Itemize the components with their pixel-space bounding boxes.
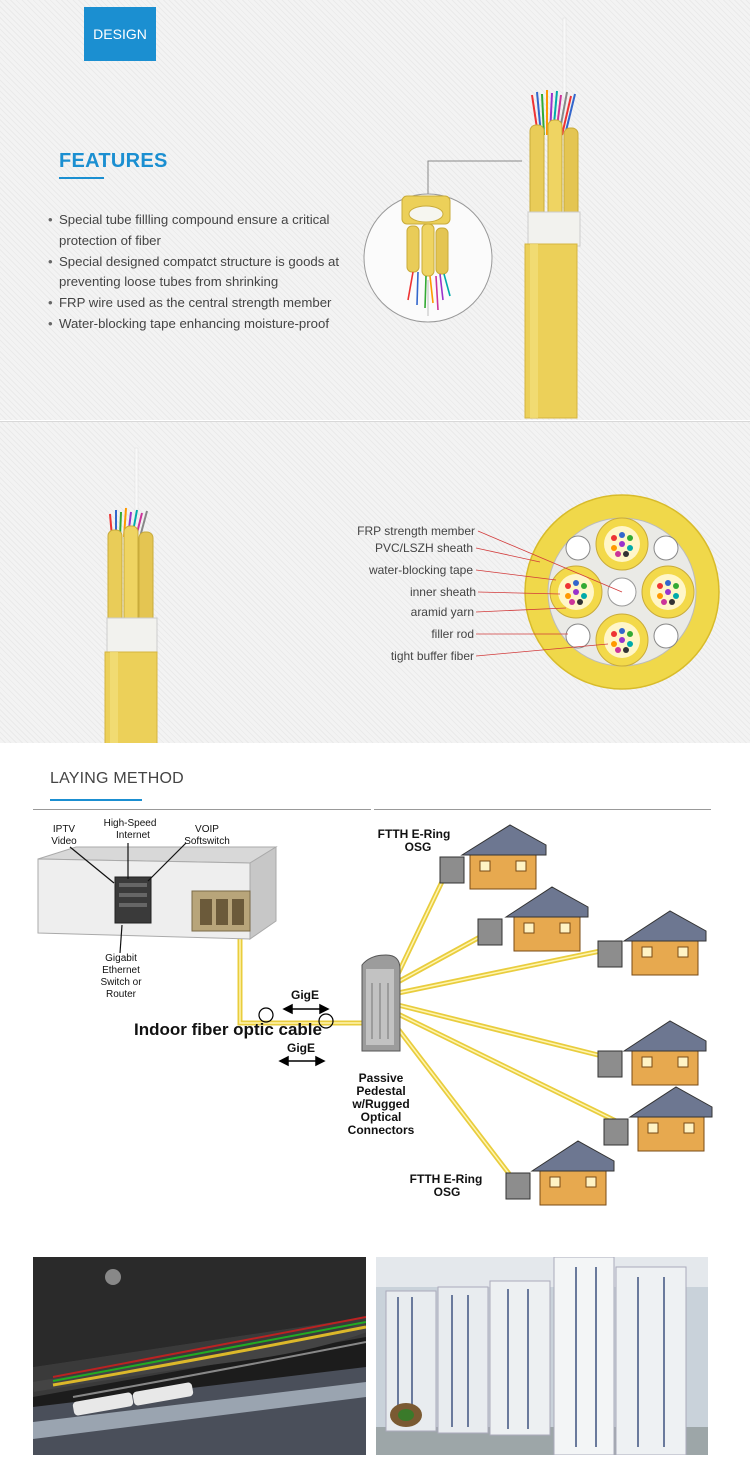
label-rugged: w/Rugged xyxy=(351,1097,409,1111)
label-voip: VOIP xyxy=(195,824,219,835)
cable-illustration xyxy=(363,17,581,419)
label-gige-top: GigE xyxy=(291,988,319,1002)
label-frp: FRP strength member xyxy=(357,524,475,538)
house-3 xyxy=(597,910,707,976)
cable-ring-icon xyxy=(318,1013,334,1029)
feature-line: preventing loose tubes from shrinking xyxy=(59,274,279,290)
callout-line xyxy=(427,160,522,200)
feature-line: protection of fiber xyxy=(59,232,161,248)
divider xyxy=(374,809,711,810)
laying-method-underline xyxy=(50,799,142,801)
label-pedestal: Pedestal xyxy=(356,1084,405,1098)
feature-item: • Special tube fillling compound ensure a… xyxy=(48,210,368,252)
label-internet: Internet xyxy=(116,830,150,841)
laying-method-title: LAYING METHOD xyxy=(50,770,184,787)
feature-item: • Water-blocking tape enhancing moisture-… xyxy=(48,314,368,335)
features-list: • Special tube fillling compound ensure a… xyxy=(48,210,368,335)
label-gige-bottom: GigE xyxy=(287,1041,315,1055)
label-iptv: IPTV xyxy=(53,824,76,835)
features-title-underline xyxy=(59,177,104,179)
label-filler-rod: filler rod xyxy=(431,627,474,641)
label-leader-lines xyxy=(475,530,623,657)
central-wire xyxy=(562,17,567,99)
bullet-icon: • xyxy=(48,253,53,269)
house-5 xyxy=(603,1086,713,1152)
house-4 xyxy=(597,1020,707,1086)
cable-cross-section xyxy=(524,494,720,690)
house-1 xyxy=(439,824,547,890)
label-indoor-fiber-cable: Indoor fiber optic cable xyxy=(134,1020,322,1039)
label-water-blocking-tape: water-blocking tape xyxy=(368,563,473,577)
label-ethernet: Ethernet xyxy=(102,965,140,976)
filler-rod xyxy=(565,535,591,561)
divider xyxy=(33,809,371,810)
label-router: Router xyxy=(106,989,137,1000)
server-room-image xyxy=(376,1257,708,1455)
subunit-right xyxy=(641,565,695,619)
subunit-tube xyxy=(547,119,563,226)
design-badge-label: DESIGN xyxy=(93,26,147,42)
subunit-tube xyxy=(529,124,545,226)
filler-rod xyxy=(565,623,591,649)
bullet-icon: • xyxy=(48,295,53,311)
design-badge: DESIGN xyxy=(84,7,156,61)
label-gigabit: Gigabit xyxy=(105,953,137,964)
feature-line: FRP wire used as the central strength me… xyxy=(59,295,332,311)
water-blocking-tape xyxy=(106,617,158,655)
pointer-arrows xyxy=(69,842,187,954)
central-office-rack xyxy=(37,846,278,940)
cable-ring-icon xyxy=(258,1007,274,1023)
features-section: DESIGN FEATURES • Special tube fillling c… xyxy=(0,0,750,420)
feature-line: Water-blocking tape enhancing moisture-p… xyxy=(59,315,329,331)
filler-rod xyxy=(653,535,679,561)
subunit-left xyxy=(549,565,603,619)
passive-pedestal xyxy=(361,954,401,1052)
server-room-photo xyxy=(376,1257,708,1455)
subunit-tube xyxy=(563,127,579,226)
cable-tray-photo xyxy=(33,1257,366,1455)
feature-line: Special tube fillling compound ensure a … xyxy=(59,212,330,227)
label-softswitch: Softswitch xyxy=(184,836,230,847)
label-tight-buffer-fiber: tight buffer fiber xyxy=(391,649,474,663)
label-osg-bottom: OSG xyxy=(434,1185,461,1199)
cross-section-section: FRP strength member PVC/LSZH sheath wate… xyxy=(0,421,750,744)
label-inner-sheath: inner sheath xyxy=(410,585,476,599)
label-connectors: Connectors xyxy=(348,1123,415,1137)
filler-rod xyxy=(653,623,679,649)
central-wire xyxy=(134,447,139,519)
label-ftth-bottom: FTTH E-Ring xyxy=(410,1172,483,1186)
label-passive: Passive xyxy=(359,1071,404,1085)
gige-arrows xyxy=(278,1003,330,1067)
feature-line: Special designed compatct structure is g… xyxy=(59,253,340,269)
cross-section-illustration: FRP strength member PVC/LSZH sheath wate… xyxy=(104,447,720,744)
bullet-icon: • xyxy=(48,212,53,227)
water-blocking-tape xyxy=(527,211,581,247)
house-2 xyxy=(477,886,589,952)
cross-section-labels: FRP strength member PVC/LSZH sheath wate… xyxy=(357,524,476,663)
laying-diagram: IPTV Video High-Speed Internet VOIP Soft… xyxy=(37,818,713,1206)
feature-item: • FRP wire used as the central strength m… xyxy=(48,293,368,314)
label-video: Video xyxy=(51,836,77,847)
cable-tray-image xyxy=(33,1257,366,1455)
feature-item: • Special designed compatct structure is … xyxy=(48,252,368,294)
diagram-small-labels: IPTV Video High-Speed Internet VOIP Soft… xyxy=(51,818,229,1000)
label-high-speed: High-Speed xyxy=(104,818,157,829)
laying-method-section: LAYING METHOD xyxy=(0,743,750,1243)
label-ftth-top: FTTH E-Ring xyxy=(378,827,451,841)
subunit-bottom xyxy=(595,613,649,667)
subunit-top xyxy=(595,517,649,571)
label-osg-top: OSG xyxy=(405,840,432,854)
house-6 xyxy=(505,1140,615,1206)
label-switch-or: Switch or xyxy=(100,977,142,988)
diagram-bold-labels: FTTH E-Ring OSG FTTH E-Ring OSG GigE Gig… xyxy=(134,827,482,1199)
application-photos xyxy=(0,1243,750,1459)
label-sheath: PVC/LSZH sheath xyxy=(375,541,473,555)
features-title: FEATURES xyxy=(59,150,168,172)
magnifier-detail xyxy=(401,195,451,316)
bullet-icon: • xyxy=(48,315,53,331)
label-aramid-yarn: aramid yarn xyxy=(411,605,474,619)
label-optical: Optical xyxy=(361,1110,402,1124)
